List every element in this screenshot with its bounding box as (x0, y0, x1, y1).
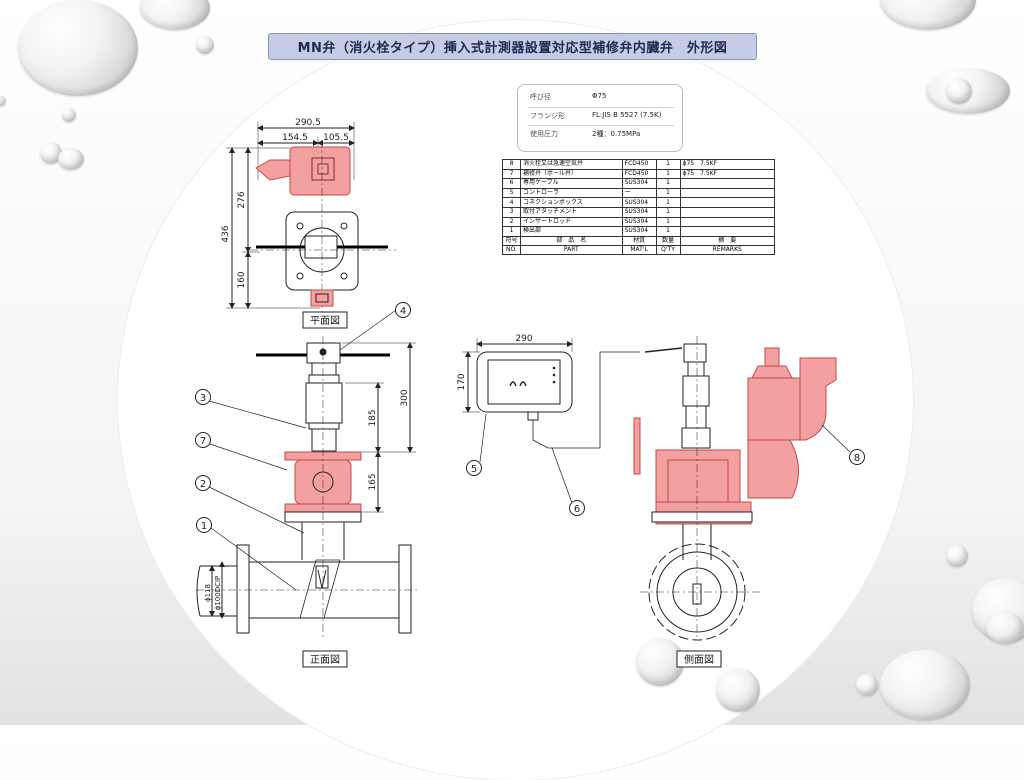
dim-label: 300 (400, 389, 410, 406)
view-label: 側面図 (684, 653, 714, 666)
plan-view-label: 平面図 (302, 311, 348, 329)
dim-label: 276 (237, 191, 247, 208)
water-drop-icon (196, 36, 214, 54)
spec-value: 2種：0.75MPa (592, 130, 641, 138)
front-dim-labels: 185 165 300 ϕ118 ϕ100DCIP (204, 389, 410, 610)
dim-label: ϕ100DCIP (214, 576, 222, 611)
plan-dim-labels: 290.5 154.5 105.5 436 276 160 (221, 118, 349, 289)
balloon-label: 1 (201, 521, 207, 532)
dim-label: 290.5 (295, 118, 321, 128)
spec-divider (528, 125, 674, 126)
balloon-6: 6 (569, 500, 585, 516)
plan-view (226, 122, 396, 312)
header-cell: MAT'L (621, 244, 657, 255)
balloon-3: 3 (195, 389, 211, 405)
header-cell: NO. (502, 244, 521, 255)
side-view (633, 336, 837, 641)
dim-label: 436 (221, 225, 231, 242)
water-drop-icon (636, 638, 684, 686)
water-drop-icon (856, 674, 878, 696)
water-drop-icon (0, 96, 6, 106)
side-view-label: 側面図 (676, 650, 722, 668)
balloon-label: 2 (200, 479, 206, 490)
dim-label: 165 (368, 473, 378, 490)
header-cell: Q'TY (655, 244, 681, 255)
dim-label: 154.5 (282, 133, 308, 143)
dim-label: 290 (515, 334, 532, 344)
water-drop-icon (18, 0, 138, 96)
page-title: MN弁（消火栓タイプ）挿入式計測器設置対応型補修弁内臓弁 外形図 (268, 33, 757, 60)
water-drop-icon (716, 668, 760, 712)
balloon-label: 5 (471, 464, 477, 475)
balloon-label: 6 (574, 504, 580, 515)
balloon-5: 5 (466, 460, 482, 476)
balloons (208, 309, 851, 591)
dim-label: 185 (368, 409, 378, 426)
front-view (196, 336, 420, 640)
header-cell: REMARKS (679, 244, 775, 255)
water-drop-icon (880, 650, 970, 720)
spec-key: 使用圧力 (530, 130, 558, 138)
water-drop-icon (40, 142, 62, 164)
balloon-2: 2 (195, 475, 211, 491)
water-drop-icon (946, 545, 968, 567)
balloon-label: 7 (200, 436, 206, 447)
spec-divider (528, 107, 674, 108)
water-drop-icon (62, 108, 76, 122)
drawing-canvas: 290.5 154.5 105.5 436 276 160 平面図 (195, 118, 865, 668)
balloon-label: 4 (400, 306, 406, 317)
dim-label: ϕ118 (204, 584, 212, 602)
dim-label: 170 (457, 373, 467, 390)
table-header-en: NO. PART MAT'L Q'TY REMARKS (502, 244, 775, 255)
spec-box: 呼び径 Φ75 フランジ形 FL:JIS B 5527 (7.5K) 使用圧力 … (517, 84, 683, 152)
water-drop-icon (946, 78, 972, 104)
spec-row: フランジ形 FL:JIS B 5527 (7.5K) (530, 111, 661, 125)
balloon-label: 8 (854, 453, 860, 464)
view-label: 正面図 (310, 654, 340, 666)
spec-row: 使用圧力 2種：0.75MPa (530, 129, 640, 143)
balloon-label: 3 (200, 393, 206, 404)
spec-key: 呼び径 (530, 93, 551, 101)
spec-key: フランジ形 (530, 112, 565, 120)
balloon-7: 7 (195, 432, 211, 448)
balloon-8: 8 (849, 449, 865, 465)
water-drop-icon (58, 148, 84, 170)
controller-view (462, 338, 640, 449)
spec-row: 呼び径 Φ75 (530, 92, 606, 106)
dim-label: 160 (237, 271, 247, 288)
spec-value: FL:JIS B 5527 (7.5K) (592, 111, 662, 119)
spec-value: Φ75 (592, 92, 607, 100)
dim-label: 105.5 (323, 133, 349, 143)
water-drop-icon (986, 612, 1024, 644)
controller-dim-labels: 290 170 (457, 334, 533, 391)
front-view-label: 正面図 (302, 650, 348, 668)
balloon-1: 1 (196, 517, 212, 533)
balloon-4: 4 (395, 302, 411, 318)
view-label: 平面図 (310, 315, 340, 327)
